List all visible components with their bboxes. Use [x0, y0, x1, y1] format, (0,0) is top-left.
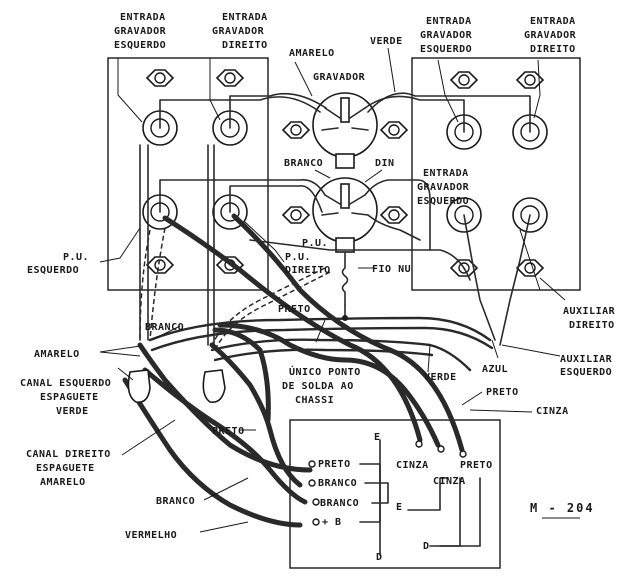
board-e-label-top: E: [374, 432, 381, 443]
label-preto-left: PRETO: [212, 426, 245, 437]
label-amarelo-left: AMARELO: [34, 349, 80, 360]
left-jack-panel: [107, 57, 269, 291]
label-branco-mid: BRANCO: [284, 158, 323, 169]
label-din: DIN: [375, 158, 395, 169]
terminal-icon: [308, 460, 316, 468]
label-leaders: [99, 47, 580, 533]
board-pin-b: + B: [322, 517, 342, 528]
upper-wiring: [139, 92, 531, 346]
terminal-icon: [308, 479, 316, 487]
solder-point-icon: [342, 315, 348, 321]
left-panel-hex-nuts: [145, 69, 311, 274]
espaguete-sleeves: [127, 369, 226, 404]
label-preto-mid: PRETO: [278, 304, 311, 315]
label-entrada-grav-esq-left: ENTRADA GRAVADOR ESQUERDO: [114, 12, 173, 51]
terminal-icon: [437, 445, 445, 453]
label-entrada-grav-dir-left: ENTRADA GRAVADOR DIREITO: [212, 12, 274, 51]
label-gravador: GRAVADOR: [313, 72, 366, 83]
terminal-icon: [415, 440, 423, 448]
figure-code: M - 204: [530, 501, 595, 515]
din-key-icon: [335, 153, 355, 169]
label-unico-ponto: ÚNICO PONTO DE SOLDA AO CHASSI: [282, 365, 367, 406]
label-amarelo-top: AMARELO: [289, 48, 335, 59]
chassis-ground: [341, 251, 349, 321]
din-connector-pu: [312, 177, 378, 253]
board-d-label-bottom: D: [376, 552, 383, 563]
circuit-board: [289, 419, 501, 569]
label-verde-top: VERDE: [370, 36, 403, 47]
label-auxiliar-direito: AUXILIAR DIREITO: [563, 306, 622, 331]
right-panel-hex-nuts: [379, 71, 545, 277]
label-verde-bottom: VERDE: [424, 372, 457, 383]
hex-nut-hole-icon: [154, 72, 166, 84]
terminal-icon: [312, 498, 320, 506]
label-canal-direito: CANAL DIREITO ESPAGUETE AMARELO: [26, 449, 117, 488]
label-canal-esquerdo: CANAL ESQUERDO ESPAGUETE VERDE: [20, 378, 118, 417]
label-pu-direito: P.U. DIREITO: [285, 252, 331, 276]
board-pin-branco-1: BRANCO: [318, 478, 357, 489]
hex-nut-hole-icon: [154, 259, 166, 271]
label-fio-nu: FIO NU: [372, 264, 411, 275]
espaguete-verde-icon: [127, 369, 151, 404]
hex-nut-hole-icon: [388, 124, 400, 136]
din-connector-gravador: [312, 92, 378, 169]
din-pin-icon: [340, 97, 350, 123]
board-d-label-left: D: [423, 541, 430, 552]
hex-nut-hole-icon: [224, 72, 236, 84]
hex-nut-hole-icon: [524, 262, 536, 274]
label-auxiliar-esquerdo: AUXILIAR ESQUERDO: [560, 354, 619, 378]
label-branco-bottom: BRANCO: [156, 496, 195, 507]
thick-wires: [122, 213, 465, 528]
board-pin-preto: PRETO: [318, 459, 351, 470]
label-preto-right: PRETO: [486, 387, 519, 398]
board-e-label-mid: E: [396, 502, 403, 513]
din-pin-icon: [340, 183, 350, 209]
label-entrada-grav-esq-right: ENTRADA GRAVADOR ESQUERDO: [420, 16, 479, 55]
board-cinza-2: CINZA: [433, 476, 466, 487]
label-pu-esquerdo: P.U. ESQUERDO: [27, 252, 96, 276]
terminal-icon: [312, 518, 320, 526]
hex-nut-hole-icon: [458, 74, 470, 86]
board-pin-branco-2: BRANCO: [320, 498, 359, 509]
label-pu-center: P.U.: [302, 238, 328, 249]
label-cinza-right: CINZA: [536, 406, 569, 417]
label-entrada-grav-dir-right: ENTRADA GRAVADOR DIREITO: [524, 16, 583, 55]
board-terminals: [308, 439, 481, 556]
hex-nut-hole-icon: [290, 124, 302, 136]
hex-nut-hole-icon: [290, 209, 302, 221]
espaguete-amarelo-icon: [202, 369, 226, 404]
label-branco-left: BRANCO: [145, 322, 184, 333]
board-preto: PRETO: [460, 460, 493, 471]
label-vermelho: VERMELHO: [125, 530, 177, 541]
terminal-icon: [459, 450, 467, 458]
hex-nut-hole-icon: [388, 209, 400, 221]
label-azul: AZUL: [482, 364, 508, 375]
board-cinza-1: CINZA: [396, 460, 429, 471]
hex-nut-hole-icon: [524, 74, 536, 86]
label-entrada-grav-esq-right2: ENTRADA GRAVADOR ESQUERDO: [417, 168, 476, 207]
